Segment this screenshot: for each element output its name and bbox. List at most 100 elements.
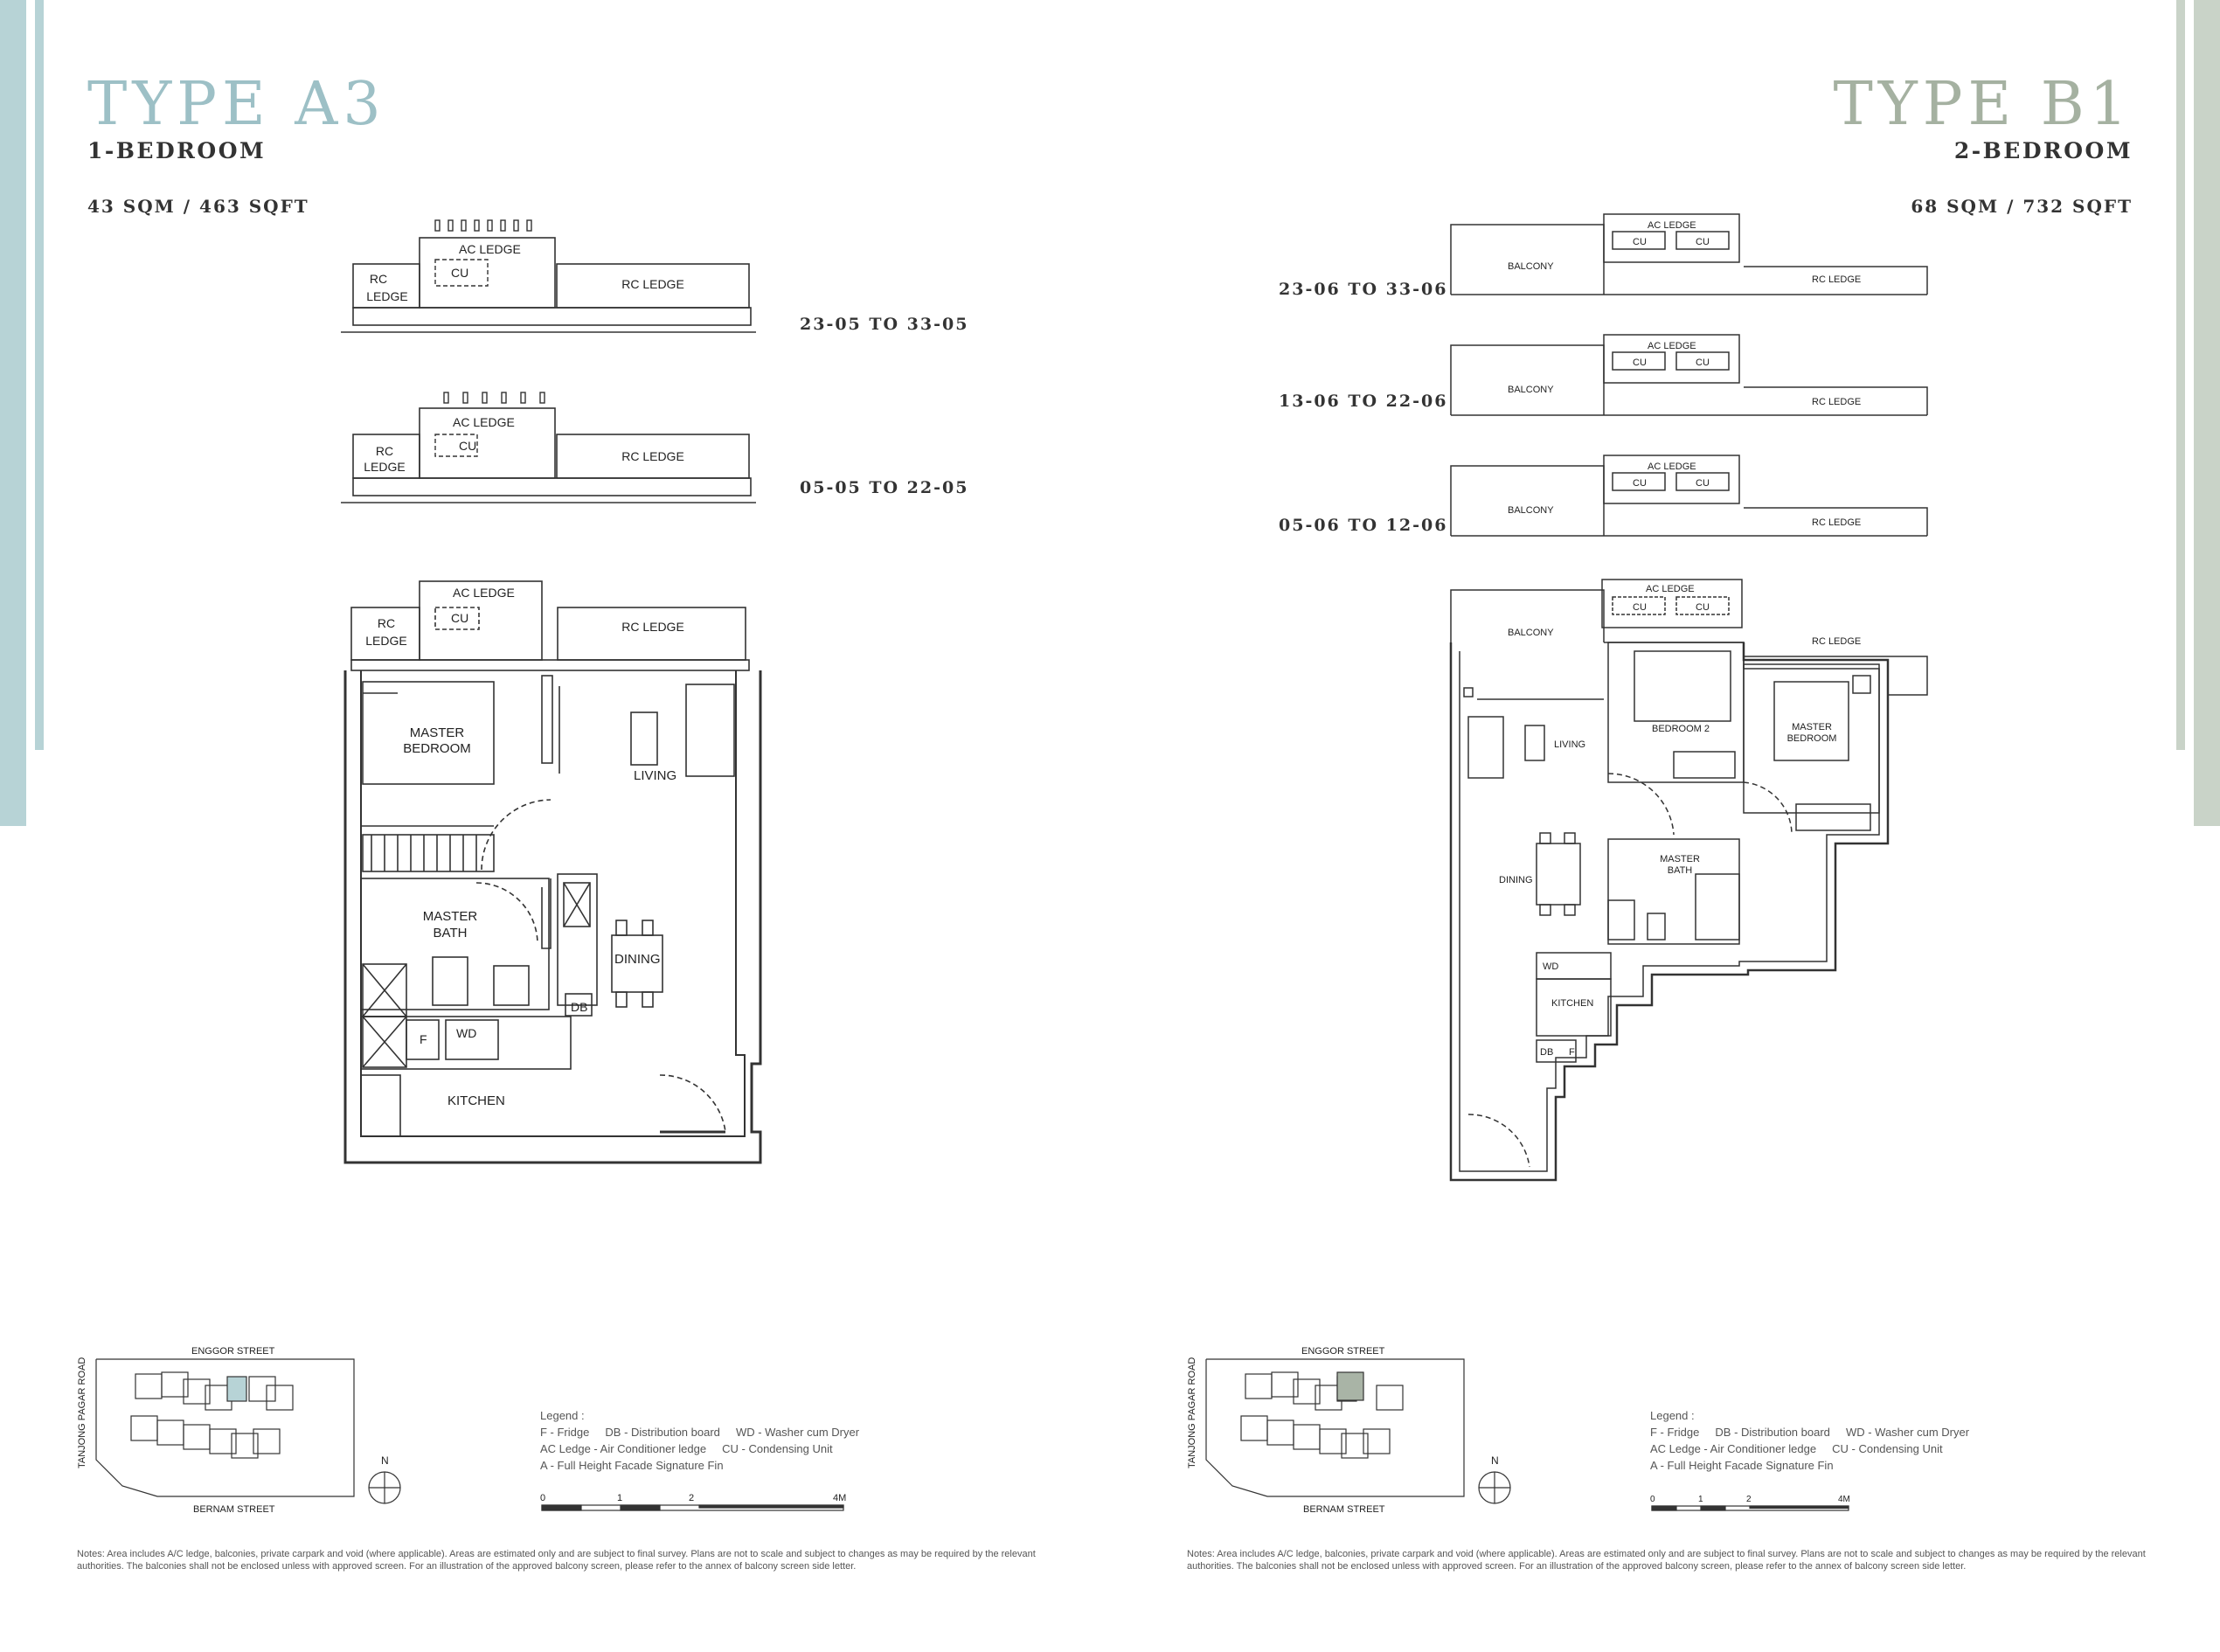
- left-master-bedroom-label-a: MASTER: [410, 725, 465, 740]
- left-key-left-road: TANJONG PAGAR ROAD: [77, 1357, 87, 1468]
- right-scale-4: 4M: [1838, 1495, 1850, 1504]
- left-db-label: DB: [571, 1000, 587, 1014]
- left-accent-line: [35, 0, 44, 750]
- left-v2-rc-label-b: LEDGE: [364, 460, 405, 474]
- right-v1-ac-ledge-label: AC LEDGE: [1648, 220, 1696, 231]
- left-key-plan-highlight: [226, 1376, 247, 1402]
- left-v2-rc-ledge-label: RC LEDGE: [621, 449, 684, 463]
- right-v1-rc-ledge-label: RC LEDGE: [1812, 274, 1861, 285]
- left-plan-ac-ledge-label: AC LEDGE: [453, 586, 515, 600]
- right-scale-bar: 0 1 2 4M: [1650, 1495, 1850, 1511]
- left-legend-line-3: A - Full Height Facade Signature Fin: [540, 1459, 724, 1472]
- left-bedroom-count: 1-BEDROOM: [87, 138, 267, 163]
- left-master-bath-label-a: MASTER: [423, 909, 478, 924]
- left-v2-cu-label: CU: [459, 439, 476, 453]
- right-floorplan-type-b1: AC LEDGE CU CU RC LEDGE BALCONY LIVING B…: [1449, 579, 1928, 1182]
- left-fridge-label: F: [420, 1032, 427, 1046]
- right-legend-line-3: A - Full Height Facade Signature Fin: [1650, 1459, 1834, 1472]
- right-key-plan: ENGGOR STREET BERNAM STREET TANJONG PAGA…: [1187, 1346, 1511, 1515]
- right-type-title: TYPE B1: [1833, 70, 2133, 139]
- left-key-north-compass: [368, 1471, 401, 1504]
- left-wd-label: WD: [456, 1026, 476, 1040]
- right-v3-cu-label-b: CU: [1696, 478, 1710, 489]
- right-scale-2: 2: [1746, 1495, 1752, 1504]
- right-master-bedroom-label-b: BEDROOM: [1787, 733, 1837, 744]
- right-wd-label: WD: [1543, 961, 1558, 972]
- right-scale-0: 0: [1650, 1495, 1655, 1504]
- left-v2-rc-label-a: RC: [376, 444, 393, 458]
- right-v2-cu-label-b: CU: [1696, 357, 1710, 368]
- right-key-bottom-street: BERNAM STREET: [1303, 1504, 1385, 1515]
- left-ledge-variant-2: AC LEDGE CU RC LEDGE RC LEDGE: [341, 392, 756, 503]
- right-plan-cu-label-b: CU: [1696, 602, 1710, 613]
- right-v2-balcony-label: BALCONY: [1508, 385, 1554, 395]
- right-legend-line-2: AC Ledge - Air Conditioner ledge CU - Co…: [1650, 1442, 1943, 1455]
- right-accent-band: [2194, 0, 2220, 826]
- left-v1-rc-label-b: LEDGE: [366, 289, 407, 303]
- right-v2-rc-ledge-label: RC LEDGE: [1812, 397, 1861, 407]
- right-range-1: 23-06 TO 33-06: [1279, 280, 1448, 299]
- left-range-1: 23-05 TO 33-05: [800, 315, 969, 334]
- left-legend-heading: Legend :: [540, 1409, 585, 1422]
- left-plan-rc-ledge-label: RC LEDGE: [621, 620, 684, 634]
- right-v3-rc-ledge-label: RC LEDGE: [1812, 517, 1861, 528]
- right-range-2: 13-06 TO 22-06: [1279, 392, 1448, 411]
- right-ledge-variant-3: BALCONY AC LEDGE CU CU RC LEDGE: [1450, 455, 1928, 537]
- left-v1-rc-label-a: RC: [370, 272, 387, 286]
- right-legend: Legend : F - Fridge DB - Distribution bo…: [1650, 1407, 1969, 1474]
- left-master-bath-label-b: BATH: [434, 926, 468, 941]
- left-v2-ac-ledge-label: AC LEDGE: [453, 415, 515, 429]
- left-legend: Legend : F - Fridge DB - Distribution bo…: [540, 1407, 859, 1474]
- right-key-top-street: ENGGOR STREET: [1301, 1346, 1385, 1357]
- right-notes: Notes: Area includes A/C ledge, balconie…: [1187, 1549, 2146, 1572]
- left-legend-line-2: AC Ledge - Air Conditioner ledge CU - Co…: [540, 1442, 833, 1455]
- right-plan-rc-ledge-label: RC LEDGE: [1812, 636, 1861, 647]
- right-master-bath-label-a: MASTER: [1660, 854, 1700, 864]
- right-legend-line-1: F - Fridge DB - Distribution board WD - …: [1650, 1426, 1970, 1439]
- left-notes: Notes: Area includes A/C ledge, balconie…: [77, 1549, 1036, 1572]
- right-ledge-variant-1: BALCONY AC LEDGE CU CU RC LEDGE: [1450, 213, 1928, 295]
- right-scale-1: 1: [1698, 1495, 1703, 1504]
- right-legend-heading: Legend :: [1650, 1409, 1695, 1422]
- right-dining-label: DINING: [1499, 875, 1533, 885]
- right-master-bedroom-label-a: MASTER: [1792, 722, 1832, 732]
- left-v1-ac-ledge-label: AC LEDGE: [459, 242, 521, 256]
- right-bedroom2-label: BEDROOM 2: [1652, 724, 1710, 734]
- left-v1-rc-ledge-label: RC LEDGE: [621, 277, 684, 291]
- left-living-label: LIVING: [634, 768, 676, 783]
- right-key-left-road: TANJONG PAGAR ROAD: [1187, 1357, 1197, 1468]
- left-accent-band: [0, 0, 26, 826]
- right-plan-balcony-label: BALCONY: [1508, 628, 1554, 638]
- left-key-plan: ENGGOR STREET BERNAM STREET TANJONG PAGA…: [77, 1346, 401, 1515]
- left-scale-4: 4M: [833, 1493, 846, 1503]
- right-key-north-label: N: [1491, 1454, 1499, 1467]
- left-dining-label: DINING: [614, 952, 661, 967]
- left-plan-rc-label-b: LEDGE: [365, 634, 406, 648]
- right-v3-ac-ledge-label: AC LEDGE: [1648, 462, 1696, 472]
- right-db-label: DB: [1540, 1047, 1553, 1058]
- right-plan-cu-label-a: CU: [1633, 602, 1647, 613]
- right-plan-ac-ledge-label: AC LEDGE: [1646, 584, 1695, 594]
- left-v1-cu-label: CU: [451, 266, 468, 280]
- left-master-bedroom-label-b: BEDROOM: [403, 741, 471, 756]
- right-master-bath-label-b: BATH: [1668, 865, 1693, 876]
- right-key-north-compass: [1478, 1471, 1511, 1504]
- left-scale-1: 1: [617, 1493, 622, 1503]
- right-unit-area: 68 SQM / 732 SQFT: [1911, 196, 2133, 217]
- left-key-north-label: N: [381, 1454, 389, 1467]
- left-ledge-variant-1: AC LEDGE CU RC LEDGE RC LEDGE: [341, 219, 756, 333]
- left-scale-0: 0: [540, 1493, 545, 1503]
- left-range-2: 05-05 TO 22-05: [800, 478, 969, 497]
- left-key-top-street: ENGGOR STREET: [191, 1346, 275, 1357]
- right-bedroom-count: 2-BEDROOM: [1953, 138, 2133, 163]
- left-kitchen-label: KITCHEN: [447, 1093, 505, 1108]
- left-unit-area: 43 SQM / 463 SQFT: [87, 196, 309, 217]
- right-ledge-variant-2: BALCONY AC LEDGE CU CU RC LEDGE: [1450, 334, 1928, 416]
- left-floorplan-type-a3: AC LEDGE CU RC LEDGE RC LEDGE MASTER BED…: [343, 580, 762, 1164]
- right-v3-balcony-label: BALCONY: [1508, 505, 1554, 516]
- right-range-3: 05-06 TO 12-06: [1279, 516, 1448, 535]
- left-key-bottom-street: BERNAM STREET: [193, 1504, 275, 1515]
- left-plan-cu-label: CU: [451, 611, 468, 625]
- right-v1-cu-label-a: CU: [1633, 237, 1647, 247]
- right-v2-ac-ledge-label: AC LEDGE: [1648, 341, 1696, 351]
